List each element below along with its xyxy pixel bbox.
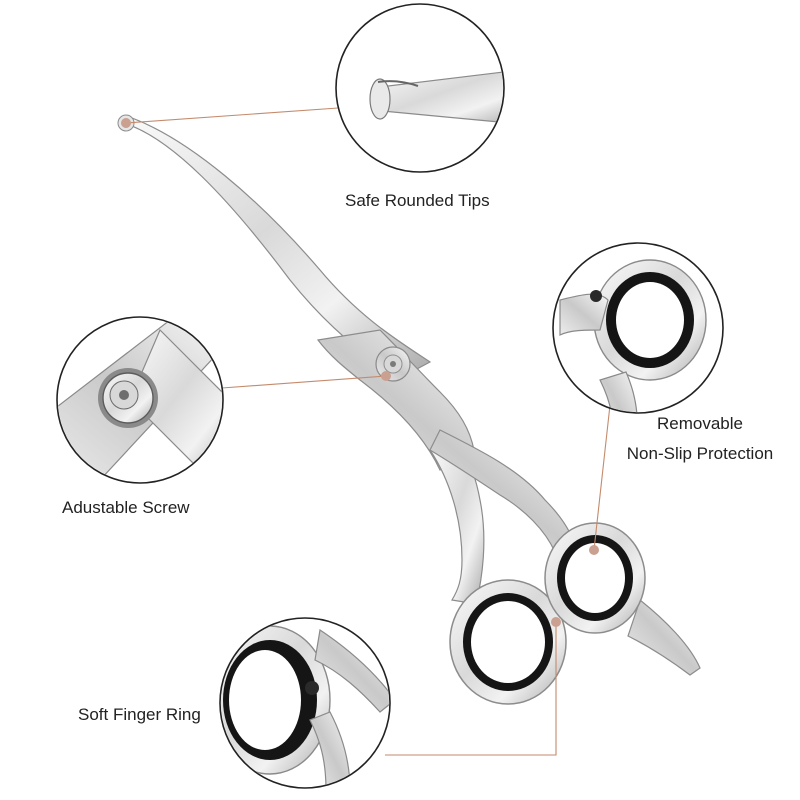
zoom-circle-protection bbox=[552, 242, 724, 414]
label-soft-finger-ring-text: Soft Finger Ring bbox=[78, 705, 201, 724]
label-adjustable-screw: Adustable Screw bbox=[62, 493, 190, 523]
callout-lines bbox=[125, 107, 611, 756]
zoom-circle-ring bbox=[219, 617, 391, 789]
label-protection-line2: Non-Slip Protection bbox=[626, 444, 774, 463]
upper-finger-ring bbox=[544, 522, 701, 676]
label-adjustable-screw-text: Adustable Screw bbox=[62, 498, 190, 517]
lower-finger-ring bbox=[449, 579, 567, 705]
upper-blade bbox=[117, 117, 432, 379]
zoom-circle-screw bbox=[56, 316, 224, 484]
zoom-circle-tips bbox=[335, 3, 505, 173]
label-soft-finger-ring: Soft Finger Ring bbox=[78, 700, 201, 730]
scissors bbox=[117, 114, 701, 705]
label-safe-rounded-tips: Safe Rounded Tips bbox=[345, 186, 490, 216]
label-safe-rounded-tips-text: Safe Rounded Tips bbox=[345, 191, 490, 210]
callout-dots bbox=[121, 118, 599, 627]
label-protection-line1: Removable bbox=[657, 414, 743, 433]
label-removable-protection: Removable Non-Slip Protection bbox=[612, 409, 788, 469]
